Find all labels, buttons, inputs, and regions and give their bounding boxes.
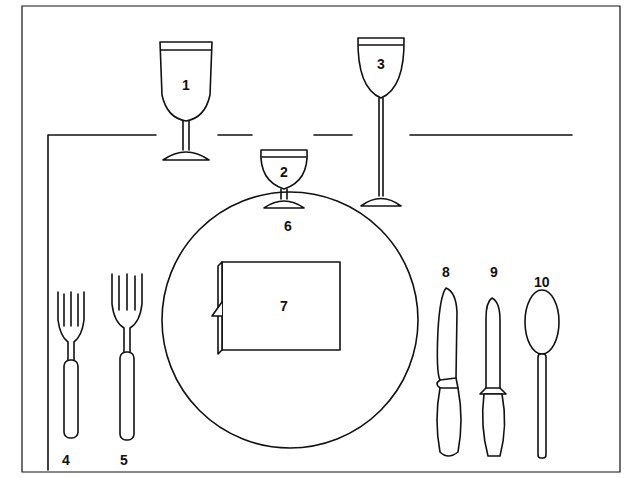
glass-foot (264, 201, 304, 208)
callout-number: 4 (62, 452, 70, 468)
napkin-corner (212, 302, 222, 316)
knife-handle (437, 388, 461, 456)
callout-number: 9 (490, 264, 498, 280)
table-edge (218, 134, 252, 136)
glass-stem (379, 98, 383, 196)
plate (162, 192, 418, 448)
salad-fork (58, 292, 84, 360)
dinner-fork (112, 274, 142, 352)
frame (22, 6, 620, 472)
fork-tines (64, 292, 78, 326)
wine-glass (261, 150, 307, 189)
knife-handle (483, 394, 505, 456)
callout-number: 7 (280, 298, 288, 314)
fork-handle (120, 352, 134, 440)
glass-rim (359, 44, 403, 46)
soup-spoon (525, 290, 559, 354)
glass-foot (361, 199, 401, 207)
callout-number: 3 (377, 56, 385, 72)
glass-foot (163, 152, 209, 160)
callout-number: 2 (280, 164, 288, 180)
steak-knife (437, 288, 457, 380)
table-edge (410, 134, 572, 136)
callout-number: 6 (284, 218, 292, 234)
table-edge (48, 135, 156, 470)
spoon-handle (538, 354, 546, 458)
napkin (222, 262, 340, 350)
glass-stem (183, 121, 189, 150)
callout-number: 8 (442, 264, 450, 280)
dinner-knife (486, 298, 500, 388)
glass-rim (262, 156, 306, 158)
glass-rim (161, 49, 211, 51)
fork-tines (119, 274, 135, 310)
knife-bolster (437, 378, 458, 388)
sherry-glass (358, 38, 404, 98)
knife-bolster (480, 388, 506, 394)
fork-handle (64, 360, 78, 438)
callout-number: 1 (182, 77, 190, 93)
water-glass (160, 42, 212, 121)
callout-number: 5 (120, 452, 128, 468)
glass-stem (281, 189, 287, 199)
callout-number: 10 (534, 274, 550, 290)
table-edge (314, 134, 352, 136)
